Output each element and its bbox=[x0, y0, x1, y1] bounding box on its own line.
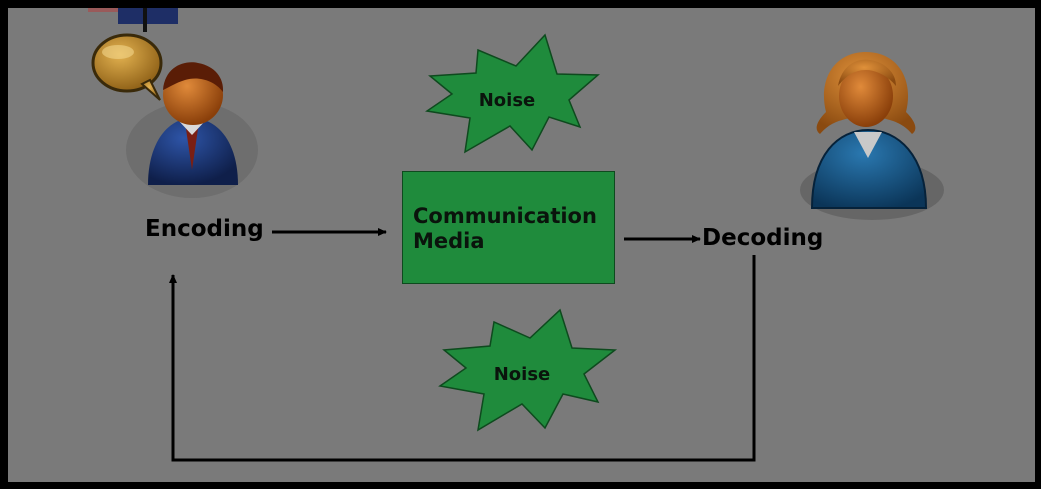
decoding-label: Decoding bbox=[702, 225, 824, 251]
noise-bottom-label: Noise bbox=[494, 364, 551, 385]
man-speaking-icon bbox=[91, 33, 258, 198]
media-line-2: Media bbox=[413, 229, 485, 253]
top-left-fragment bbox=[88, 8, 178, 32]
noise-top-label: Noise bbox=[479, 90, 536, 111]
encoding-label: Encoding bbox=[145, 216, 264, 242]
woman-icon bbox=[800, 52, 944, 220]
noise-burst-bottom: Noise bbox=[438, 308, 618, 432]
media-line-1: Communication bbox=[413, 204, 597, 228]
speech-bubble-icon bbox=[91, 33, 163, 101]
noise-burst-top: Noise bbox=[425, 33, 600, 154]
feedback-loop-arrow bbox=[169, 255, 756, 462]
communication-media-label: Communication Media bbox=[413, 204, 597, 254]
communication-media-box: Communication Media bbox=[402, 171, 615, 284]
